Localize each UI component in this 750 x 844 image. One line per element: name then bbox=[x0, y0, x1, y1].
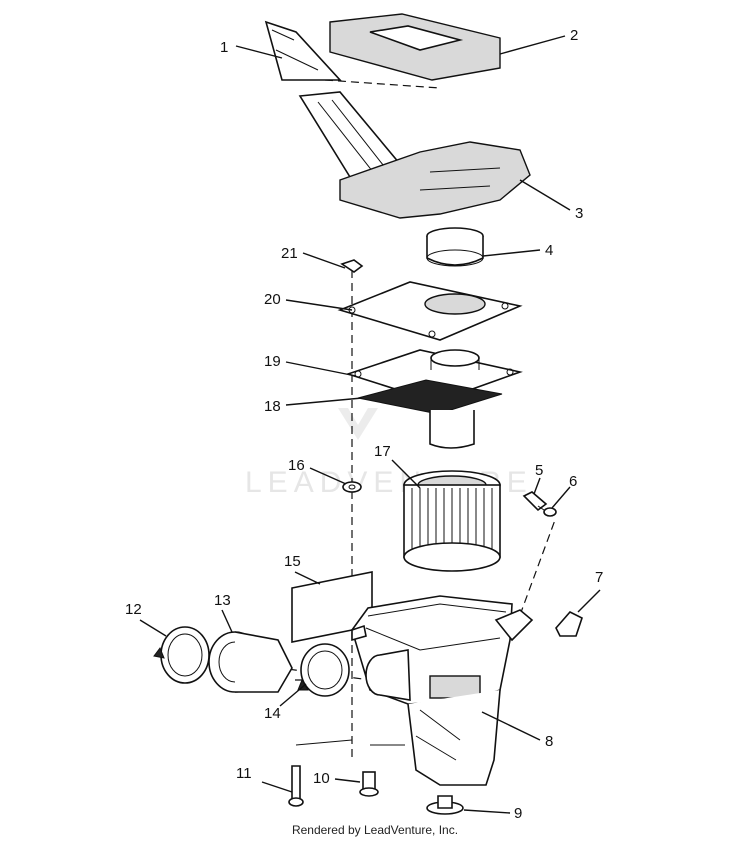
callout-1: 1 bbox=[220, 39, 228, 56]
part-17-filter-element bbox=[403, 470, 501, 572]
part-3-intake-cover bbox=[298, 91, 531, 219]
part-19-cover-plate bbox=[345, 349, 523, 403]
part-10-pin bbox=[359, 771, 379, 797]
callout-6: 6 bbox=[569, 473, 577, 490]
callout-15: 15 bbox=[284, 553, 301, 570]
part-4-coupler bbox=[426, 227, 484, 267]
callout-10: 10 bbox=[313, 770, 330, 787]
part-9-drain-valve bbox=[426, 795, 464, 815]
callout-7: 7 bbox=[595, 569, 603, 586]
callout-8: 8 bbox=[545, 733, 553, 750]
leader-lines bbox=[139, 35, 601, 814]
callout-2: 2 bbox=[570, 27, 578, 44]
callout-4: 4 bbox=[545, 242, 553, 259]
callout-16: 16 bbox=[288, 457, 305, 474]
callout-13: 13 bbox=[214, 592, 231, 609]
callout-3: 3 bbox=[575, 205, 583, 222]
callout-21: 21 bbox=[281, 245, 298, 262]
part-18-gasket bbox=[357, 379, 503, 449]
part-8-air-box bbox=[351, 595, 534, 786]
callout-11: 11 bbox=[236, 765, 252, 782]
part-16-washer bbox=[342, 481, 362, 493]
callout-20: 20 bbox=[264, 291, 281, 308]
callout-5: 5 bbox=[535, 462, 543, 479]
part-6-washer bbox=[543, 507, 557, 517]
callout-19: 19 bbox=[264, 353, 281, 370]
callout-18: 18 bbox=[264, 398, 281, 415]
part-14-clamp bbox=[297, 643, 350, 697]
footer-credit: Rendered by LeadVenture, Inc. bbox=[291, 823, 459, 837]
part-11-screw bbox=[288, 765, 304, 807]
callout-17: 17 bbox=[374, 443, 391, 460]
part-21-clip-nut bbox=[340, 259, 364, 273]
callout-12: 12 bbox=[125, 601, 142, 618]
callout-14: 14 bbox=[264, 705, 281, 722]
part-7-bracket-clip bbox=[555, 611, 583, 637]
part-1-fin-flap bbox=[264, 20, 342, 81]
callout-9: 9 bbox=[514, 805, 522, 822]
callout-numbers: 1 2 3 4 5 6 7 8 9 10 11 12 13 14 15 16 1… bbox=[125, 27, 603, 822]
part-20-top-plate bbox=[337, 281, 523, 341]
part-2-foam-pad bbox=[329, 13, 501, 81]
part-13-intake-tube bbox=[208, 631, 293, 693]
part-12-clamp bbox=[153, 626, 210, 684]
